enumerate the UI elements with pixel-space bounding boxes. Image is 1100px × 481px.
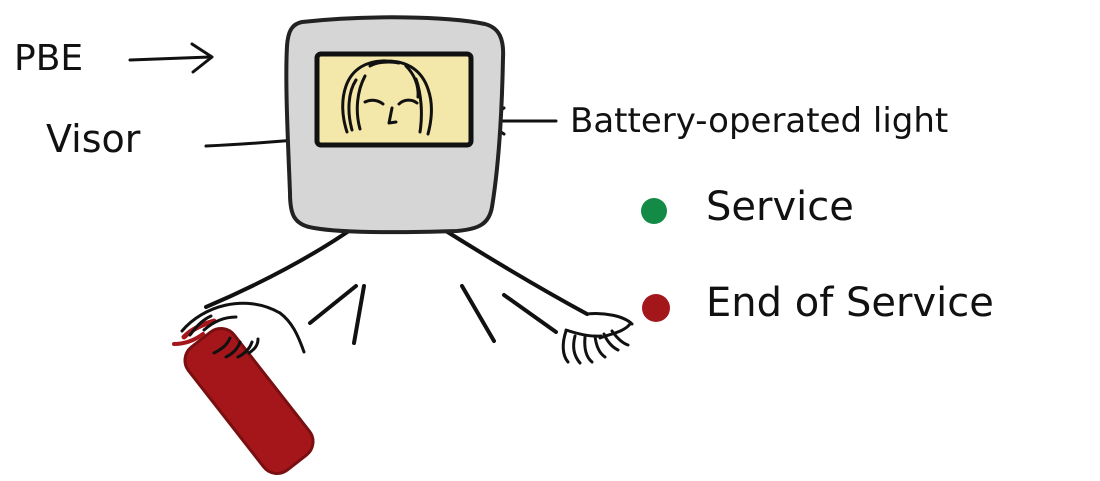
visor-window <box>314 51 474 148</box>
label-visor: Visor <box>46 117 141 161</box>
end-of-service-dot <box>642 294 670 322</box>
legend: Service End of Service <box>641 184 994 326</box>
right-hand <box>561 312 634 365</box>
label-battery-light: Battery-operated light <box>570 101 948 141</box>
left-hand <box>180 301 306 359</box>
service-dot <box>641 198 667 224</box>
legend-end-of-service-label: End of Service <box>706 280 994 326</box>
legend-service-label: Service <box>706 184 854 230</box>
arrow-pbe <box>128 42 214 74</box>
label-pbe: PBE <box>14 38 83 79</box>
person-body <box>204 224 589 345</box>
fire-extinguisher <box>172 318 315 475</box>
face <box>341 59 433 136</box>
